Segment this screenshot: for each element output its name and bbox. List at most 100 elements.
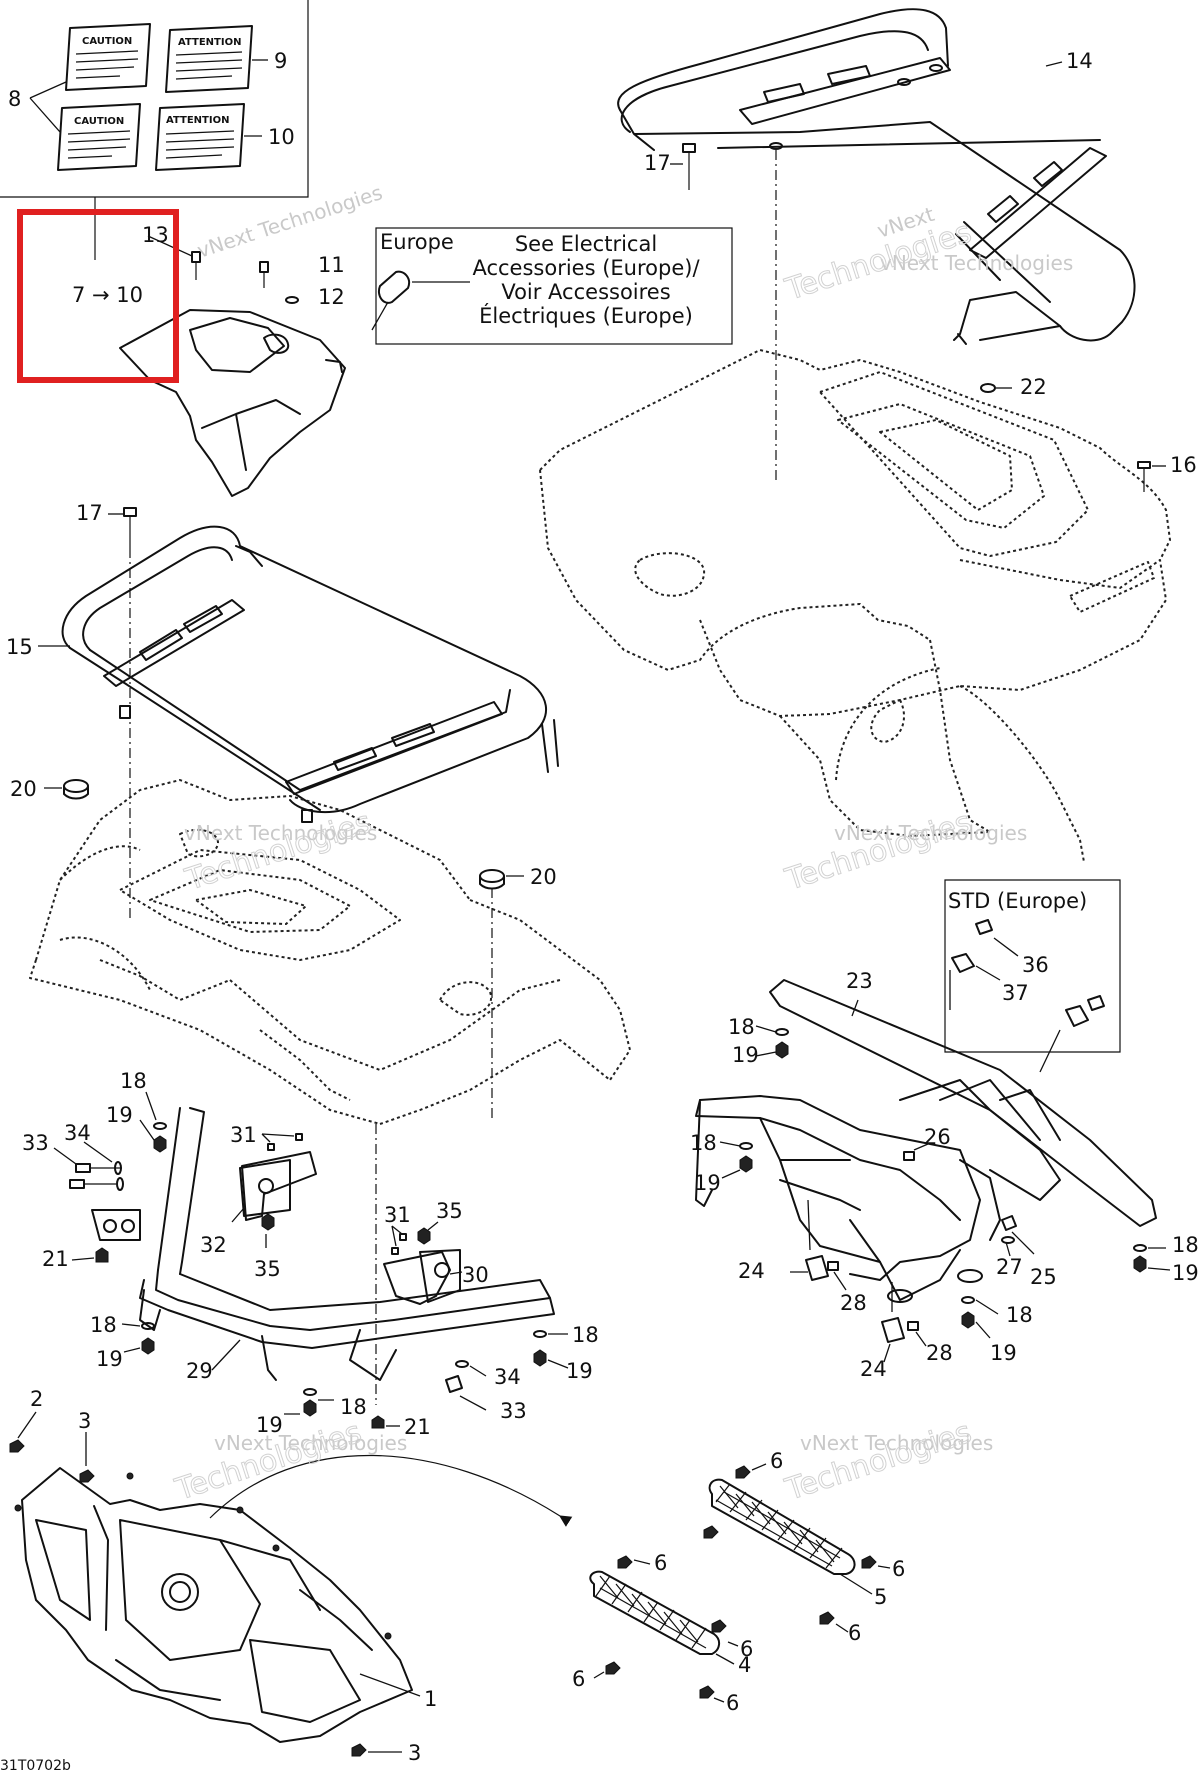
washer-18-d bbox=[961, 1296, 975, 1304]
callout-30: 30 bbox=[462, 1263, 489, 1287]
washer-27 bbox=[1001, 1236, 1015, 1244]
callout-6-c: 6 bbox=[892, 1557, 905, 1581]
washer-18-ff-d bbox=[303, 1388, 317, 1396]
callout-4: 4 bbox=[738, 1653, 751, 1677]
bolt-33-b bbox=[69, 1179, 116, 1189]
svg-text:Accessories (Europe)/: Accessories (Europe)/ bbox=[472, 256, 700, 280]
svg-text:STD (Europe): STD (Europe) bbox=[948, 889, 1087, 913]
washer-18-a bbox=[775, 1028, 789, 1036]
bolt-25 bbox=[1001, 1215, 1017, 1231]
callout-19-ff-b: 19 bbox=[96, 1347, 123, 1371]
svg-text:See Electrical: See Electrical bbox=[515, 232, 657, 256]
grille-4: 4 bbox=[589, 1570, 751, 1677]
svg-text:Technologies: Technologies bbox=[781, 805, 976, 898]
screw-13 bbox=[191, 251, 201, 280]
washer-34-c bbox=[455, 1360, 469, 1368]
svg-text:CAUTION: CAUTION bbox=[74, 116, 124, 127]
nut-35-a bbox=[261, 1213, 275, 1231]
callout-19-rf-b: 19 bbox=[694, 1171, 721, 1195]
bolt-31-b bbox=[267, 1143, 275, 1151]
callout-17-upper: 17 bbox=[644, 151, 671, 175]
grille-5: 5 bbox=[708, 1478, 887, 1609]
fastener-6-d bbox=[819, 1611, 835, 1625]
bracket-30 bbox=[383, 1251, 451, 1305]
callout-18-ff-a: 18 bbox=[120, 1069, 147, 1093]
callout-12: 12 bbox=[318, 285, 345, 309]
callout-34-ff-a: 34 bbox=[64, 1121, 91, 1145]
fastener-6-h bbox=[699, 1685, 715, 1699]
screw-17-lower: 17 bbox=[76, 501, 137, 548]
callout-11: 11 bbox=[318, 253, 345, 277]
fastener-6-a bbox=[735, 1465, 751, 1479]
callout-9: 9 bbox=[274, 49, 287, 73]
bolt-31-c bbox=[391, 1247, 399, 1255]
callout-8: 8 bbox=[8, 87, 21, 111]
bolt-21-b bbox=[371, 1415, 385, 1429]
bolt-26 bbox=[903, 1151, 915, 1161]
callout-32: 32 bbox=[200, 1233, 227, 1257]
callout-18-rf-b: 18 bbox=[690, 1131, 717, 1155]
front-console-group: 13 11 12 bbox=[119, 223, 470, 497]
nut-19-ff-a bbox=[153, 1135, 167, 1153]
callout-18-ff-b: 18 bbox=[90, 1313, 117, 1337]
washer-34-b bbox=[116, 1177, 124, 1191]
callout-18-ff-d: 18 bbox=[340, 1395, 367, 1419]
callout-14: 14 bbox=[1066, 49, 1093, 73]
grommet-20-right: 20 bbox=[479, 865, 557, 890]
nut-19-d bbox=[961, 1311, 975, 1329]
svg-text:Europe: Europe bbox=[380, 230, 454, 254]
decal-caution-upper: CAUTION bbox=[65, 23, 151, 91]
svg-text:CAUTION: CAUTION bbox=[82, 36, 132, 47]
bracket-37 bbox=[951, 953, 1089, 1027]
fastener-6-f bbox=[711, 1619, 727, 1633]
nut-19-ff-d bbox=[303, 1399, 317, 1417]
watermarks: vNext Technologies vNext Technologies Te… bbox=[170, 180, 1073, 1508]
washer-18-ff-c bbox=[533, 1330, 547, 1338]
callout-3-b: 3 bbox=[408, 1741, 421, 1765]
clip-3-b bbox=[351, 1743, 367, 1757]
rear-frame-hardware: 18 19 18 19 18 19 18 19 26 27 25 24 28 bbox=[690, 1015, 1199, 1381]
callout-1: 1 bbox=[424, 1687, 437, 1711]
nut-19-ff-b bbox=[141, 1337, 155, 1355]
svg-text:vNext Technologies: vNext Technologies bbox=[214, 1431, 407, 1455]
front-bumper-1: 1 bbox=[21, 1454, 573, 1743]
svg-text:Voir Accessoires: Voir Accessoires bbox=[501, 280, 670, 304]
callout-6-e: 6 bbox=[654, 1551, 667, 1575]
svg-text:vNext Technologies: vNext Technologies bbox=[800, 1431, 993, 1455]
callout-13: 13 bbox=[142, 223, 169, 247]
clip-24-a bbox=[805, 1255, 829, 1281]
callout-19-ff-d: 19 bbox=[256, 1413, 283, 1437]
clip-24-b bbox=[881, 1317, 905, 1343]
callout-21-ff-a: 21 bbox=[42, 1247, 69, 1271]
bolt-28-b bbox=[907, 1321, 919, 1331]
callout-2: 2 bbox=[30, 1387, 43, 1411]
callout-20-left: 20 bbox=[10, 777, 37, 801]
callout-6-a: 6 bbox=[770, 1449, 783, 1473]
nut-19-ff-c bbox=[533, 1349, 547, 1367]
callout-19-ff-a: 19 bbox=[106, 1103, 133, 1127]
highlight-box: 7 → 10 bbox=[17, 209, 179, 383]
callout-19-rf-a: 19 bbox=[732, 1043, 759, 1067]
std-europe-box: STD (Europe) 36 37 bbox=[944, 879, 1121, 1073]
fastener-6-c bbox=[861, 1555, 877, 1569]
callout-24-b: 24 bbox=[860, 1357, 887, 1381]
callout-18-ff-c: 18 bbox=[572, 1323, 599, 1347]
callout-31-ff-b: 31 bbox=[384, 1203, 411, 1227]
bumper-hardware: 2 3 3 bbox=[9, 1387, 421, 1765]
callout-28-b: 28 bbox=[926, 1341, 953, 1365]
decal-caution-lower: CAUTION bbox=[57, 103, 141, 171]
diagram-code: 31T0702b bbox=[0, 1758, 71, 1774]
svg-text:7 → 10: 7 → 10 bbox=[72, 283, 143, 307]
svg-text:vNext Technologies: vNext Technologies bbox=[184, 821, 377, 845]
callout-5: 5 bbox=[874, 1585, 887, 1609]
callout-27: 27 bbox=[996, 1255, 1023, 1279]
callout-34-ff-b: 34 bbox=[494, 1365, 521, 1389]
callout-26: 26 bbox=[924, 1125, 951, 1149]
fastener-6-e bbox=[617, 1555, 633, 1569]
bolt-33-c bbox=[445, 1375, 463, 1393]
callout-24-a: 24 bbox=[738, 1259, 765, 1283]
europe-callout-box: Europe See Electrical Accessories (Europ… bbox=[375, 227, 733, 345]
callout-20-right: 20 bbox=[530, 865, 557, 889]
screw-2 bbox=[9, 1439, 25, 1453]
